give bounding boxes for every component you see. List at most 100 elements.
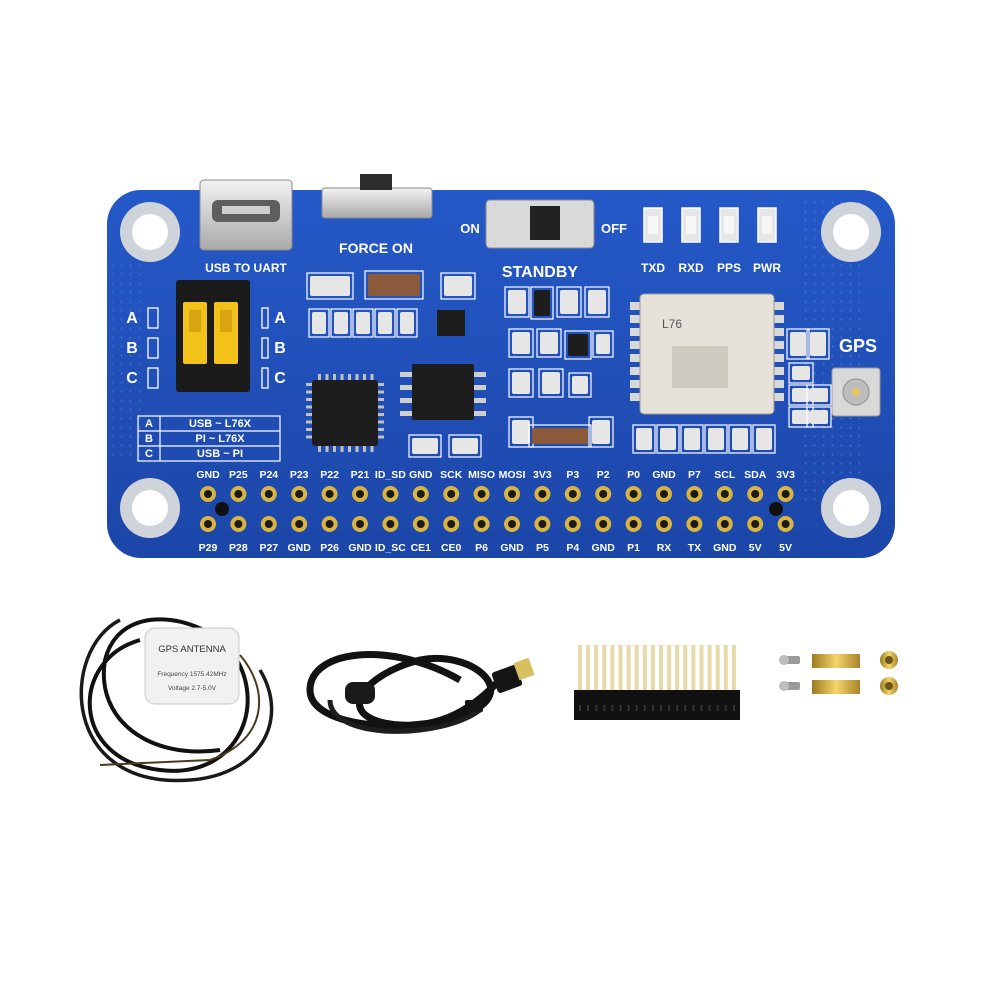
chip-pin bbox=[348, 374, 351, 380]
header-pin bbox=[691, 645, 696, 690]
antenna-voltage: Voltage 2.7-5.0V bbox=[168, 685, 217, 692]
header-pin bbox=[602, 645, 607, 690]
component-outline bbox=[408, 434, 442, 458]
header-socket bbox=[724, 705, 727, 711]
component-outline bbox=[440, 272, 476, 300]
stacking-pin-header bbox=[574, 645, 740, 720]
pin-label-top: P23 bbox=[290, 469, 309, 481]
gps-label: GPS bbox=[839, 336, 877, 356]
component-outline bbox=[508, 368, 534, 398]
gpio-hole bbox=[660, 520, 668, 528]
component-outline bbox=[632, 424, 656, 454]
pcb-body bbox=[107, 190, 895, 558]
gpio-hole bbox=[781, 490, 790, 498]
gpio-hole bbox=[568, 490, 577, 498]
smd-part bbox=[660, 428, 676, 450]
pin-label-bottom: CE1 bbox=[411, 542, 432, 554]
chip-pin bbox=[474, 411, 486, 416]
smd-part bbox=[810, 388, 828, 402]
pin-label-bottom: P5 bbox=[536, 542, 549, 554]
gpio-hole bbox=[477, 490, 486, 498]
smd-part bbox=[588, 290, 606, 314]
component-outline bbox=[656, 424, 680, 454]
component-outline bbox=[308, 308, 330, 338]
chip-pin bbox=[400, 385, 412, 390]
component-outline bbox=[788, 362, 814, 384]
component-outline bbox=[448, 434, 482, 458]
chip-pin bbox=[378, 398, 384, 401]
pin-label-top: P7 bbox=[688, 469, 701, 481]
module-pad bbox=[630, 302, 642, 310]
chip-pin bbox=[333, 446, 336, 452]
pin-label-bottom: GND bbox=[348, 542, 372, 554]
header-pin bbox=[586, 645, 591, 690]
module-pad bbox=[630, 315, 642, 323]
pin-label-top: P0 bbox=[627, 469, 640, 481]
chip-pin bbox=[325, 446, 329, 452]
header-pin bbox=[578, 645, 582, 690]
pin-label-top: P3 bbox=[566, 469, 579, 481]
led-lens-1 bbox=[686, 216, 696, 234]
chip-pin bbox=[306, 420, 312, 424]
smd-part bbox=[400, 312, 414, 334]
module-pad bbox=[772, 341, 784, 349]
smd-part bbox=[810, 332, 826, 356]
module-pad bbox=[630, 341, 642, 349]
chip-pin bbox=[340, 374, 344, 380]
header-socket bbox=[668, 705, 671, 711]
header-socket bbox=[716, 705, 719, 711]
mounting-hole-tr bbox=[821, 202, 881, 262]
pin-label-bottom: P27 bbox=[259, 542, 278, 554]
chip-pin bbox=[355, 374, 359, 380]
header-socket bbox=[660, 705, 662, 711]
smd-part bbox=[732, 428, 748, 450]
usb-label: USB TO UART bbox=[205, 261, 287, 275]
pin-label-bottom: P1 bbox=[627, 542, 640, 554]
smd-part bbox=[356, 312, 370, 334]
pin-label-top: P25 bbox=[229, 469, 248, 481]
smd-part bbox=[444, 276, 472, 296]
jumper-row-right: B bbox=[274, 340, 286, 357]
jumper-row-left: A bbox=[126, 310, 138, 327]
component-outline bbox=[592, 330, 614, 358]
chip-pin bbox=[355, 446, 359, 452]
standby-switch bbox=[485, 199, 595, 249]
module-pad bbox=[772, 354, 784, 362]
led-label: RXD bbox=[678, 261, 704, 275]
jumper-bracket bbox=[261, 337, 269, 359]
pin-label-top: SCK bbox=[440, 469, 463, 481]
smd-part bbox=[378, 312, 392, 334]
smd-part bbox=[810, 410, 828, 424]
component-outline bbox=[508, 328, 534, 358]
smd-part bbox=[596, 334, 610, 354]
l76-gps-module: L76 bbox=[630, 293, 784, 415]
header-key-hole bbox=[215, 502, 229, 516]
pin-label-top: P24 bbox=[259, 469, 278, 481]
pin-label-bottom: GND bbox=[713, 542, 737, 554]
gpio-hole bbox=[751, 520, 760, 528]
module-pad bbox=[630, 380, 642, 388]
module-pad bbox=[772, 328, 784, 336]
standoff-2 bbox=[812, 680, 860, 694]
component-outline bbox=[564, 330, 592, 360]
chip-pin bbox=[378, 420, 384, 424]
gpio-hole bbox=[538, 490, 547, 498]
component-outline bbox=[396, 308, 418, 338]
chip-pin bbox=[378, 428, 384, 431]
smd-part bbox=[572, 376, 588, 394]
header-pin bbox=[707, 645, 712, 690]
pin-label-bottom: ID_SC bbox=[375, 542, 406, 554]
gpio-hole bbox=[386, 520, 395, 528]
gpio-hole bbox=[660, 490, 668, 498]
header-pin bbox=[723, 645, 728, 690]
chip-pin bbox=[306, 390, 312, 394]
module-pad bbox=[630, 354, 642, 362]
led-label: PWR bbox=[753, 261, 781, 275]
gpio-hole bbox=[325, 520, 334, 528]
chip-pin bbox=[318, 374, 321, 380]
header-socket bbox=[595, 705, 598, 711]
gpio-hole bbox=[690, 490, 699, 498]
module-pad bbox=[772, 367, 784, 375]
screw-2 bbox=[779, 681, 800, 691]
header-socket bbox=[684, 705, 687, 711]
